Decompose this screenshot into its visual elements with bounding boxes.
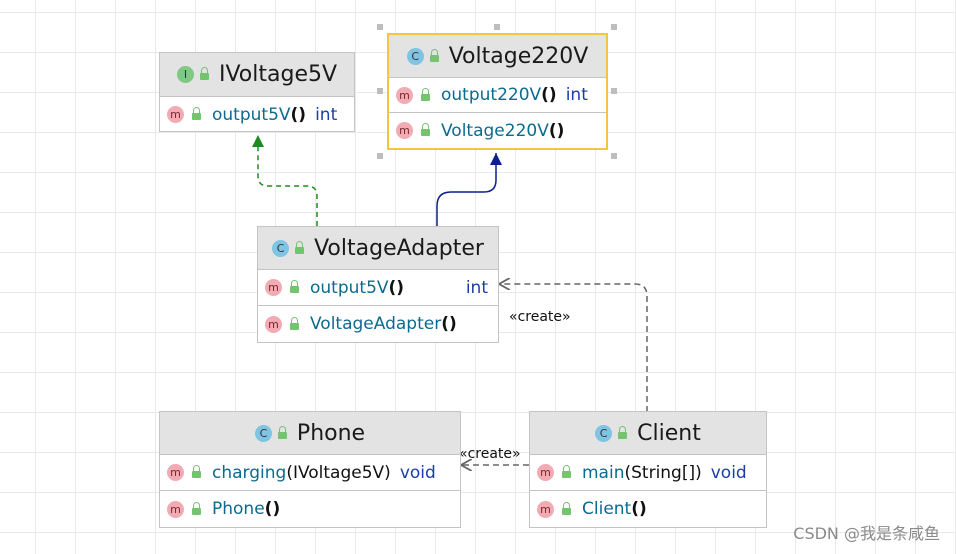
realization-edge xyxy=(252,135,318,226)
member-name: charging(IVoltage5V) xyxy=(212,462,391,483)
class-header: I IVoltage5V xyxy=(160,53,354,97)
method-icon: m xyxy=(396,86,413,104)
member-type: void xyxy=(399,462,436,483)
class-header: C Client xyxy=(530,412,766,455)
class-header: C Phone xyxy=(160,412,460,455)
class-icon: C xyxy=(254,424,272,442)
public-lock-icon xyxy=(562,501,571,515)
member-row[interactable]: m Phone() xyxy=(160,491,460,527)
create-label-phone: «create» xyxy=(459,446,521,462)
member-name: output5V() xyxy=(310,277,405,298)
public-lock-icon xyxy=(290,316,299,330)
member-type: int xyxy=(565,85,588,105)
member-row[interactable]: m Voltage220V() xyxy=(389,113,606,148)
method-icon: m xyxy=(167,500,184,518)
member-row[interactable]: m main(String[]) void xyxy=(530,455,766,491)
public-lock-icon xyxy=(192,501,201,515)
public-lock-icon xyxy=(199,67,209,80)
member-name: output5V() xyxy=(212,104,307,125)
public-lock-icon xyxy=(421,123,430,136)
member-type: int xyxy=(465,277,488,298)
class-header: C Voltage220V xyxy=(389,35,606,78)
class-name: Phone xyxy=(296,420,366,446)
selection-handle[interactable] xyxy=(611,153,617,159)
member-name: output220V() xyxy=(441,85,557,105)
selection-handle[interactable] xyxy=(377,153,383,159)
class-name: Client xyxy=(637,420,701,446)
create-label-adapter: «create» xyxy=(509,309,571,325)
method-icon: m xyxy=(167,464,184,481)
class-client[interactable]: C Client m main(String[]) void m Client(… xyxy=(529,411,767,528)
class-name: VoltageAdapter xyxy=(314,235,484,261)
method-icon: m xyxy=(265,315,282,333)
public-lock-icon xyxy=(277,425,287,439)
method-icon: m xyxy=(265,279,282,296)
class-ivoltage5v[interactable]: I IVoltage5V m output5V() int xyxy=(159,52,355,132)
method-icon: m xyxy=(396,122,413,139)
selection-handle[interactable] xyxy=(377,88,383,94)
member-row[interactable]: m charging(IVoltage5V) void xyxy=(160,455,460,491)
selection-handle[interactable] xyxy=(494,24,500,30)
member-name: Client() xyxy=(582,499,647,519)
interface-icon: I xyxy=(176,66,194,83)
class-voltageadapter[interactable]: C VoltageAdapter m output5V() int m Volt… xyxy=(257,226,499,343)
generalization-edge xyxy=(436,153,502,226)
member-name: main(String[]) xyxy=(582,462,702,483)
public-lock-icon xyxy=(429,48,439,62)
watermark: CSDN @我是条咸鱼 xyxy=(793,524,940,543)
member-row[interactable]: m VoltageAdapter() xyxy=(258,306,498,342)
member-type: void xyxy=(710,462,747,483)
selection-handle[interactable] xyxy=(611,24,617,30)
method-icon: m xyxy=(167,106,184,123)
public-lock-icon xyxy=(618,425,628,439)
member-row[interactable]: m output220V() int xyxy=(389,78,606,113)
runnable-class-icon: C xyxy=(595,424,613,442)
member-row[interactable]: m Client() xyxy=(530,491,766,527)
class-phone[interactable]: C Phone m charging(IVoltage5V) void m Ph… xyxy=(159,411,461,528)
public-lock-icon xyxy=(192,465,201,478)
member-type: int xyxy=(315,104,338,125)
public-lock-icon xyxy=(295,240,305,254)
selection-handle[interactable] xyxy=(377,24,383,30)
class-name: Voltage220V xyxy=(448,43,589,69)
method-icon: m xyxy=(537,464,554,481)
member-name: Phone() xyxy=(212,499,281,519)
class-voltage220v[interactable]: C Voltage220V m output220V() int m Volta… xyxy=(387,33,608,150)
public-lock-icon xyxy=(192,107,201,120)
class-icon: C xyxy=(272,239,290,257)
class-header: C VoltageAdapter xyxy=(258,227,498,270)
create-dependency-edge-adapter xyxy=(499,284,648,412)
method-icon: m xyxy=(537,500,554,518)
public-lock-icon xyxy=(562,465,571,478)
member-name: Voltage220V() xyxy=(441,120,565,141)
public-lock-icon xyxy=(421,87,430,101)
member-row[interactable]: m output5V() int xyxy=(258,270,498,306)
class-icon: C xyxy=(406,47,424,65)
selection-handle[interactable] xyxy=(611,88,617,94)
public-lock-icon xyxy=(290,280,299,293)
member-row[interactable]: m output5V() int xyxy=(160,97,354,132)
member-name: VoltageAdapter() xyxy=(310,314,457,334)
class-name: IVoltage5V xyxy=(218,62,338,87)
